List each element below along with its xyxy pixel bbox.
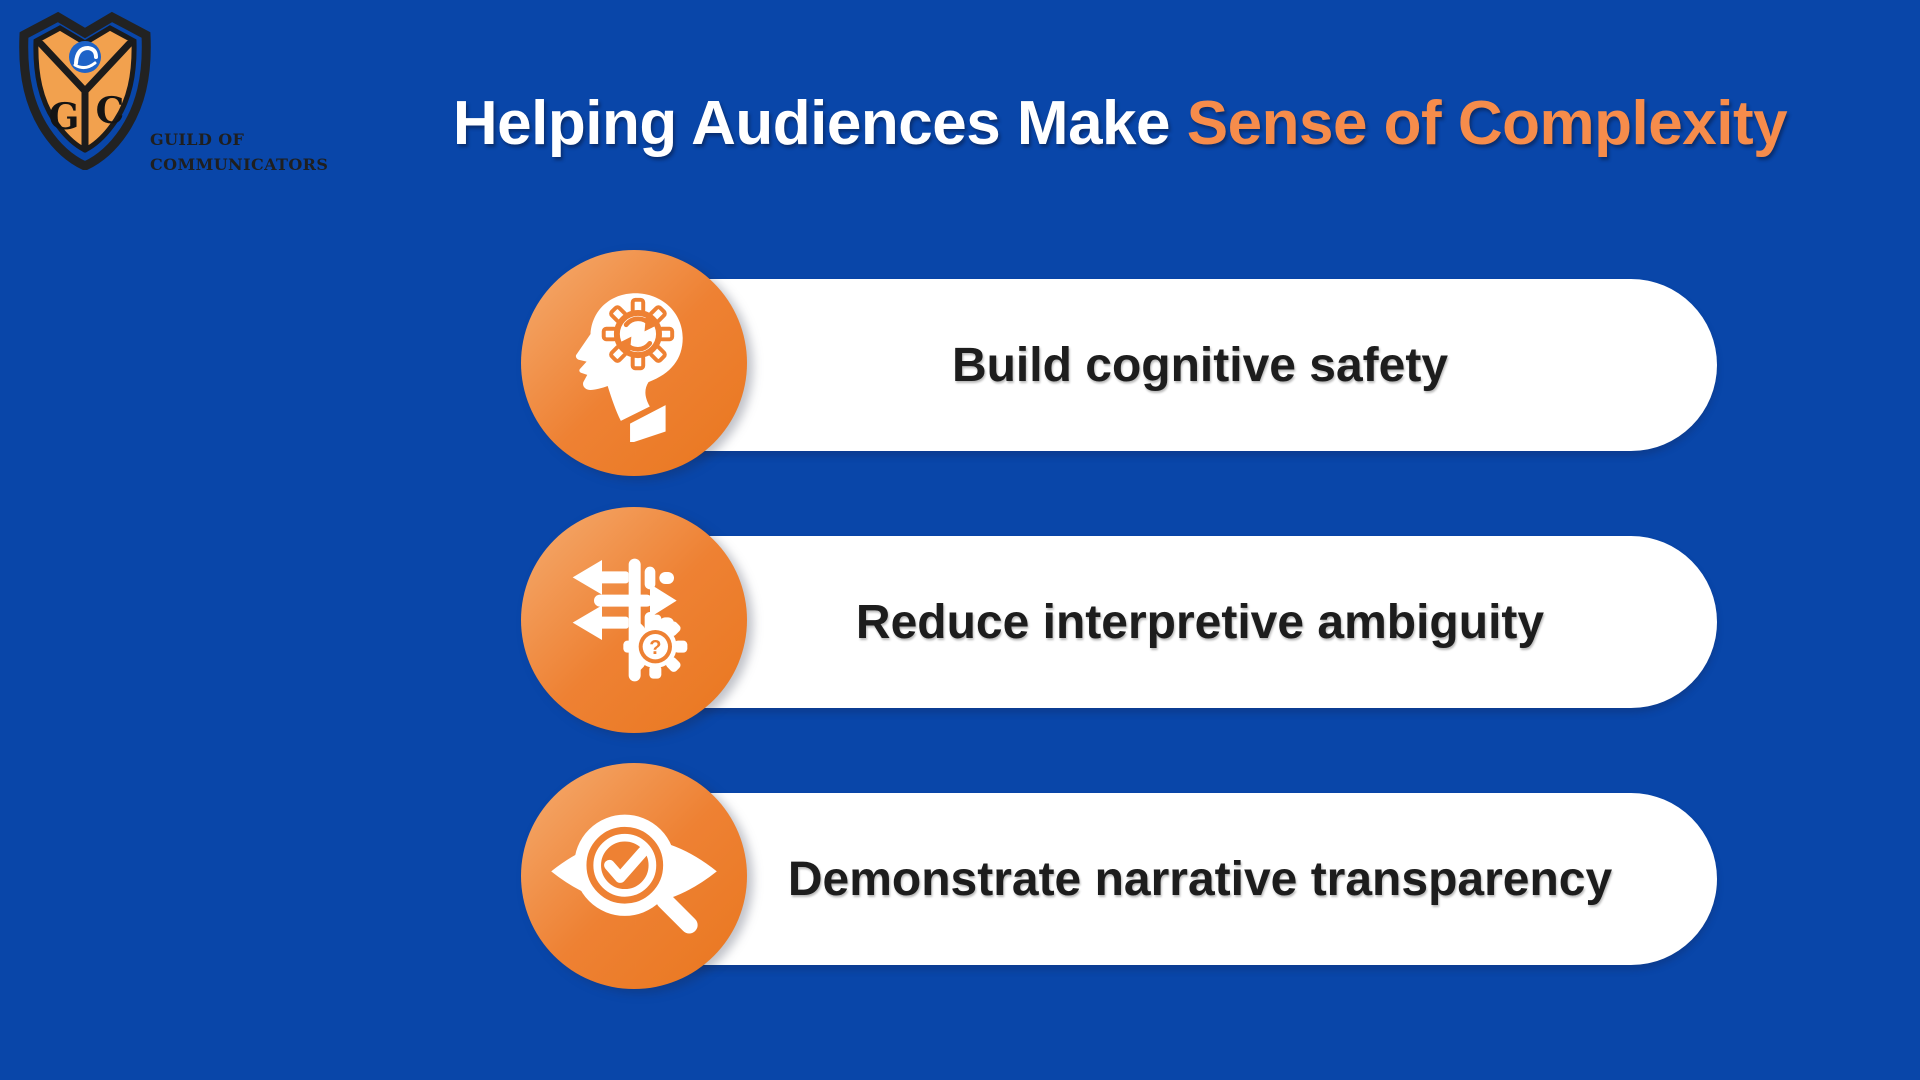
item-label-3: Demonstrate narrative transparency [787,852,1613,906]
banner-pill-2 [620,536,1717,708]
swirl-emblem-icon [69,41,101,73]
banner-pill-1 [620,279,1717,451]
monogram-g: G [49,96,80,138]
shoulder-shape [630,405,666,442]
item-label-2: Reduce interpretive ambiguity [855,595,1545,649]
item-label-1: Build cognitive safety [951,338,1449,392]
title-white-part: Helping Audiences Make [452,89,1171,158]
item-bubble-2: ? [521,507,747,733]
logo-wordmark: GUILD OF COMMUNICATORS [150,127,328,177]
page-title: Helping Audiences Make Sense of Complexi… [330,88,1910,159]
monogram-c: C [96,90,125,132]
item-bubble-1 [521,250,747,476]
guild-logo: G C GUILD OF COMMUNICATORS [10,5,350,185]
eye-magnifier-check-icon [551,814,717,934]
question-mark-glyph: ? [649,637,661,659]
shield-outline [19,11,151,170]
shield-divider [37,40,133,153]
title-orange-part: Sense of Complexity [1186,89,1788,158]
item-bubble-3 [521,763,747,989]
magnifier-check [574,814,698,934]
head-gears-icon [575,293,683,442]
logo-wordmark-line1: GUILD OF [150,130,245,149]
question-gear: ? [623,614,688,679]
shield-crest-icon: G C [19,11,151,170]
logo-wordmark-line2: COMMUNICATORS [150,155,329,174]
banner-pill-3 [620,793,1717,965]
gear-cycle [601,297,675,371]
signpost-gear-question-icon: ? [572,558,688,682]
